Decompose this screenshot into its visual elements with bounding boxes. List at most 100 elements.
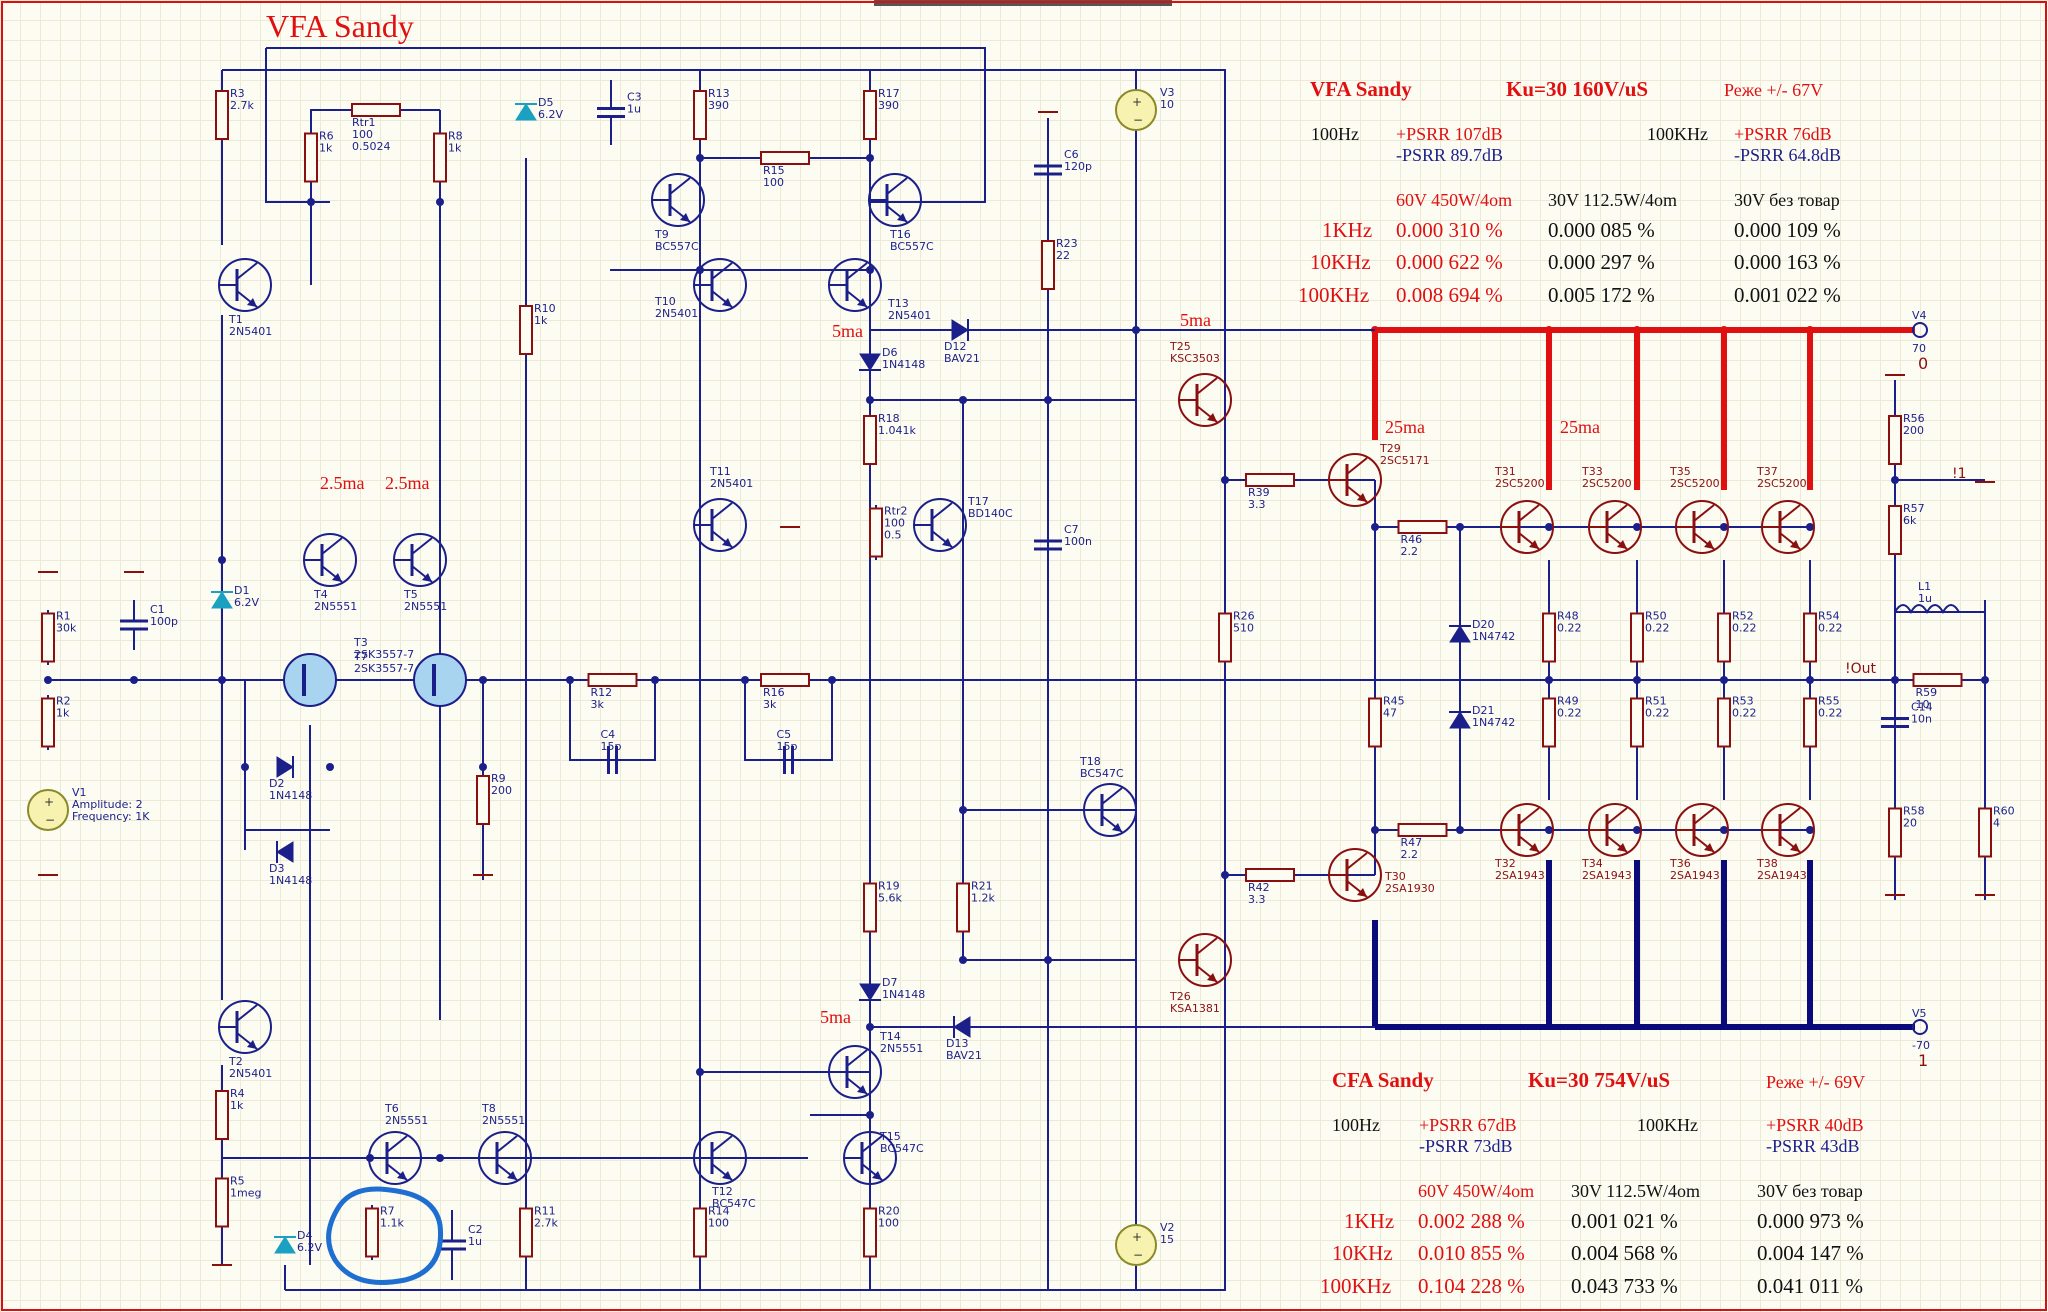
resistor[interactable] xyxy=(1368,697,1382,748)
component-value: 1k xyxy=(534,314,548,327)
resistor[interactable] xyxy=(215,90,229,140)
resistor[interactable] xyxy=(956,882,970,933)
junction-dot xyxy=(1456,523,1464,531)
resistor[interactable] xyxy=(41,612,55,663)
resistor[interactable] xyxy=(351,103,401,117)
resistor[interactable] xyxy=(760,673,810,687)
resistor[interactable] xyxy=(863,415,877,465)
resistor[interactable] xyxy=(476,775,490,825)
resistor[interactable] xyxy=(587,673,638,687)
ref-designator: D1 xyxy=(234,584,249,597)
resistor[interactable] xyxy=(693,90,707,140)
resistor[interactable] xyxy=(41,697,55,748)
resistor[interactable] xyxy=(304,132,318,183)
component-value: 2SC5200 xyxy=(1670,477,1720,490)
jfet[interactable] xyxy=(413,653,467,707)
diode[interactable] xyxy=(859,983,881,1001)
vfa-rails: Реже +/- 67V xyxy=(1724,80,1824,100)
diode[interactable] xyxy=(859,353,881,371)
transistor-collector xyxy=(711,1135,733,1153)
junction-dot xyxy=(1044,956,1052,964)
diode[interactable] xyxy=(276,841,294,863)
transistor-collector xyxy=(1693,807,1715,825)
resistor[interactable] xyxy=(1630,612,1644,663)
ref-designator: T15 xyxy=(879,1130,901,1143)
wire xyxy=(569,680,656,761)
voltage-source[interactable] xyxy=(1115,89,1157,131)
resistor[interactable] xyxy=(1717,697,1731,748)
resistor[interactable] xyxy=(863,882,877,933)
resistor[interactable] xyxy=(1218,612,1232,663)
net-label: 1 xyxy=(1918,1051,1929,1070)
ref-designator: R10 xyxy=(534,302,556,315)
source-v4-label: V4 xyxy=(1912,309,1927,322)
ref-designator: T38 xyxy=(1756,857,1778,870)
resistor[interactable] xyxy=(1978,807,1992,858)
junction-dot xyxy=(1806,826,1814,834)
ref-designator: R47 xyxy=(1401,836,1423,849)
junction-dot xyxy=(436,1154,444,1162)
diode[interactable] xyxy=(276,756,294,778)
ref-designator: T34 xyxy=(1581,857,1603,870)
ref-designator: V2 xyxy=(1160,1221,1175,1234)
diode[interactable] xyxy=(274,1236,296,1254)
resistor[interactable] xyxy=(365,1207,379,1258)
resistor[interactable] xyxy=(869,507,883,558)
emitter-arrow xyxy=(1357,493,1367,502)
resistor[interactable] xyxy=(1542,612,1556,663)
junction-dot xyxy=(1456,826,1464,834)
component-value: BC547C xyxy=(880,1142,924,1155)
junction-dot xyxy=(959,956,967,964)
resistor[interactable] xyxy=(1803,697,1817,748)
resistor[interactable] xyxy=(1888,807,1902,858)
diode[interactable] xyxy=(1449,625,1471,643)
resistor[interactable] xyxy=(863,90,877,140)
ref-designator: V1 xyxy=(72,786,87,799)
diode[interactable] xyxy=(951,319,969,341)
voltage-source[interactable] xyxy=(27,789,69,831)
diode[interactable] xyxy=(211,591,233,609)
resistor[interactable] xyxy=(1397,823,1448,837)
transistor-collector xyxy=(1346,457,1368,475)
component-value: 1meg xyxy=(230,1187,261,1200)
emitter-arrow xyxy=(247,298,257,307)
resistor[interactable] xyxy=(1245,868,1295,882)
resistor[interactable] xyxy=(1542,697,1556,748)
net-label-1: !1 xyxy=(1952,466,1967,482)
resistor[interactable] xyxy=(519,305,533,355)
resistor[interactable] xyxy=(1803,612,1817,663)
diode[interactable] xyxy=(953,1016,971,1038)
component-value: 100 xyxy=(763,176,784,189)
resistor[interactable] xyxy=(215,1177,229,1228)
resistor[interactable] xyxy=(1912,673,1963,687)
resistor[interactable] xyxy=(1245,473,1295,487)
inductor[interactable] xyxy=(1894,604,1960,615)
component-value: 2SC5200 xyxy=(1757,477,1807,490)
cfa-row-val: 0.041 011 % xyxy=(1757,1274,1863,1298)
resistor[interactable] xyxy=(519,1207,533,1258)
resistor[interactable] xyxy=(760,151,810,165)
resistor[interactable] xyxy=(693,1207,707,1258)
junction-dot xyxy=(566,676,574,684)
cfa-row-freq: 1KHz xyxy=(1344,1209,1395,1233)
voltage-source[interactable] xyxy=(1115,1224,1157,1266)
resistor[interactable] xyxy=(1888,415,1902,465)
resistor[interactable] xyxy=(215,1090,229,1140)
resistor[interactable] xyxy=(433,132,447,183)
ref-designator: Rtr1 xyxy=(352,116,375,129)
vfa-row-freq: 1KHz xyxy=(1322,218,1373,242)
current-label: 5ma xyxy=(832,321,863,341)
component-value: 6.2V xyxy=(234,596,259,609)
cfa-ku: Ku=30 754V/uS xyxy=(1528,1068,1671,1092)
resistor[interactable] xyxy=(1888,505,1902,555)
ref-designator: R7 xyxy=(380,1205,395,1218)
resistor[interactable] xyxy=(1630,697,1644,748)
jfet[interactable] xyxy=(283,653,337,707)
resistor[interactable] xyxy=(1041,240,1055,290)
resistor[interactable] xyxy=(863,1207,877,1258)
diode[interactable] xyxy=(515,103,537,121)
diode[interactable] xyxy=(1449,711,1471,729)
resistor[interactable] xyxy=(1397,520,1448,534)
vfa-100hz: 100Hz xyxy=(1311,124,1359,144)
resistor[interactable] xyxy=(1717,612,1731,663)
